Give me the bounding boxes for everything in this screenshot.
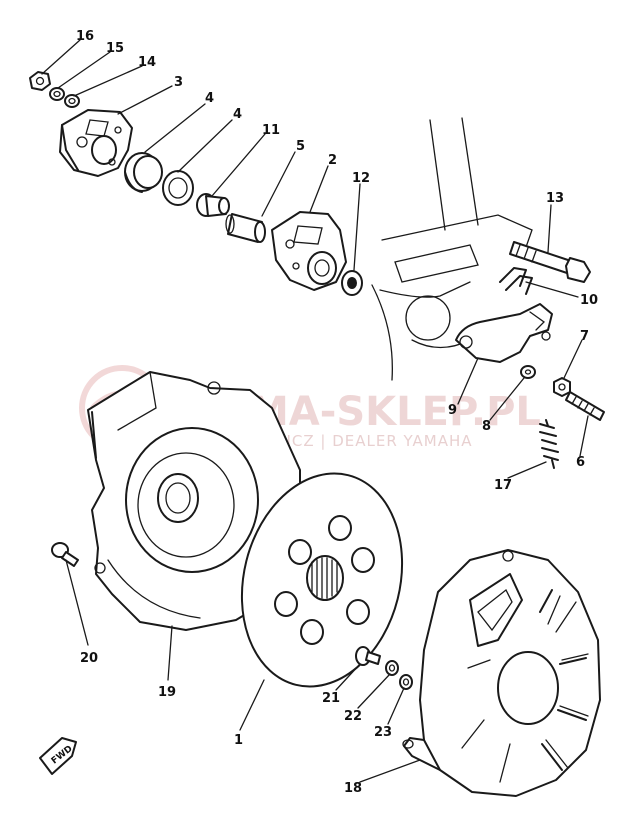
callout-9: 9 [448,403,457,418]
fwd-direction-marker: FWD [39,737,77,775]
callout-10: 10 [580,293,598,308]
callout-8: 8 [482,419,491,434]
part-20-screw [51,542,79,567]
callout-23: 23 [374,725,392,740]
callout-17: 17 [494,478,512,493]
part-6-screw [565,391,605,421]
part-3-housing [59,109,133,177]
callout-6: 6 [576,455,585,470]
part-13-bolt [509,241,591,283]
part-4-disc [162,170,194,206]
engine-frame-outline [371,117,533,381]
callout-3: 3 [174,75,183,90]
leader-lines [41,39,589,783]
callout-labels: 16 15 14 3 4 4 11 5 2 12 13 10 7 9 8 6 1… [76,29,598,796]
part-8-washer [520,365,536,379]
part-9-lever [455,303,553,363]
callout-14: 14 [138,55,156,70]
part-15-washer [49,87,65,101]
callout-16: 16 [76,29,94,44]
part-10-clip [499,267,533,295]
callout-4b: 4 [233,107,242,122]
part-12-oil-seal [341,270,363,296]
callout-4a: 4 [205,91,214,106]
part-23-washer [399,674,413,690]
callout-13: 13 [546,191,564,206]
callout-12: 12 [352,171,370,186]
part-5-sleeve [225,213,266,243]
callout-5: 5 [296,139,305,154]
part-1-disc [240,472,404,688]
callout-11: 11 [262,123,280,138]
part-22-washer [385,660,399,676]
part-2-housing [271,211,347,291]
callout-22: 22 [344,709,362,724]
callout-20: 20 [80,651,98,666]
part-11-shaft [196,193,230,217]
callout-19: 19 [158,685,176,700]
callout-15: 15 [106,41,124,56]
part-14-washer [64,94,80,108]
part-16-nut [29,71,51,91]
part-7-nut [553,377,571,397]
callout-1: 1 [234,733,243,748]
part-18-outer-cover [402,549,601,797]
callout-21: 21 [322,691,340,706]
callout-18: 18 [344,781,362,796]
callout-2: 2 [328,153,337,168]
part-17-spring [539,419,559,469]
part-4-seal-ring [124,152,163,193]
callout-7: 7 [580,329,589,344]
part-21-bolt [355,646,381,666]
